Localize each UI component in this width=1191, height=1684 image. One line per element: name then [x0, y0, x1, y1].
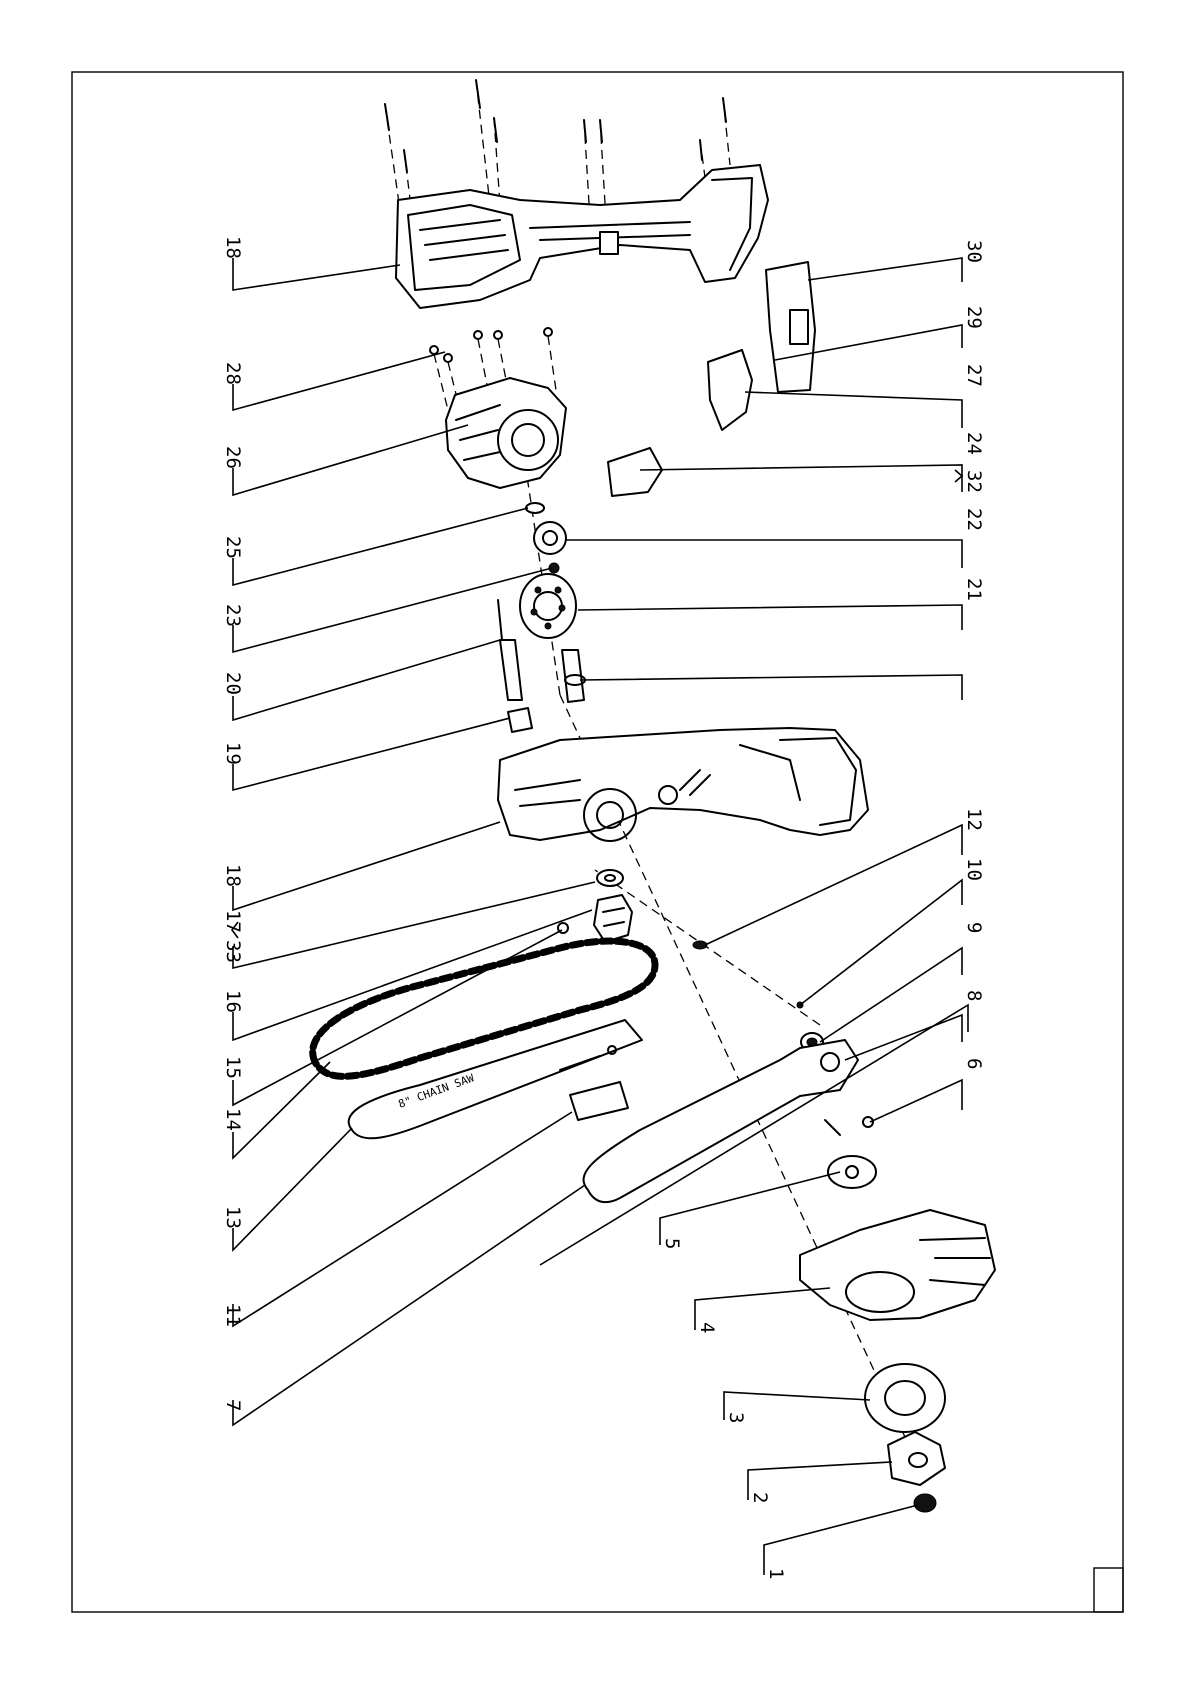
screw-icon: [494, 118, 500, 205]
tensioner-disc: [828, 1156, 876, 1188]
side-cover: [800, 1210, 995, 1320]
callout-6: 6: [963, 1058, 985, 1069]
callout-22: 22: [963, 508, 985, 531]
clamp-plate: [570, 1082, 628, 1120]
saw-chain: [313, 941, 655, 1076]
screw-icon: [723, 98, 730, 165]
callout-1: 1: [765, 1568, 787, 1579]
screw-icon: [544, 328, 556, 390]
bearing-ring: [534, 522, 566, 554]
callout-30: 30: [963, 240, 985, 263]
callout-32: 32: [963, 470, 985, 493]
callout-33: 33: [222, 940, 244, 963]
drawing-border: [72, 72, 1123, 1612]
washer-18: [597, 870, 623, 886]
nut-1: [914, 1494, 936, 1512]
callout-28: 28: [222, 362, 244, 385]
switch-24: [608, 448, 662, 496]
callout-9: 9: [963, 922, 985, 933]
callout-18-upper: 18: [222, 236, 244, 259]
callout-2: 2: [749, 1492, 771, 1503]
spacer-12: [693, 941, 707, 949]
callout-27: 27: [963, 364, 985, 387]
callout-20: 20: [222, 672, 244, 695]
small-washer: [526, 503, 544, 513]
callout-3: 3: [725, 1412, 747, 1423]
callout-4: 4: [696, 1322, 718, 1333]
callout-12: 12: [963, 808, 985, 831]
main-motor-housing: [498, 728, 868, 841]
callout-15: 15: [222, 1056, 244, 1079]
star-knob: [888, 1432, 945, 1485]
corner-title-box: [1094, 1568, 1123, 1612]
callout-16: 16: [222, 990, 244, 1013]
callout-21: 21: [963, 578, 985, 601]
drive-shaft: [562, 650, 585, 702]
small-plate: [508, 708, 532, 732]
screw-icon: [385, 104, 400, 210]
sprocket: [594, 895, 632, 942]
callout-23: 23: [222, 604, 244, 627]
knob-large: [865, 1364, 945, 1432]
callout-7: 7: [222, 1400, 244, 1411]
callout-8: 8: [963, 990, 985, 1001]
callout-10: 10: [963, 858, 985, 881]
callout-5: 5: [661, 1238, 683, 1249]
bolt-6: [825, 1117, 873, 1135]
callout-19: 19: [222, 742, 244, 765]
callout-13: 13: [222, 1206, 244, 1229]
callout-24: 24: [963, 432, 985, 455]
callout-29: 29: [963, 306, 985, 329]
callout-14: 14: [222, 1108, 244, 1131]
rear-housing-half: [396, 165, 768, 308]
callout-26: 26: [222, 446, 244, 469]
trigger-27: [708, 350, 752, 430]
callout-18-lower: 18: [222, 864, 244, 887]
battery-terminal: [766, 262, 815, 392]
guide-shaft: [498, 600, 522, 700]
drive-gear: [520, 574, 576, 638]
screw-icon: [476, 80, 490, 205]
callout-25: 25: [222, 536, 244, 559]
callout-11: 11: [222, 1304, 244, 1327]
gearbox-motor-assembly: [446, 378, 566, 488]
